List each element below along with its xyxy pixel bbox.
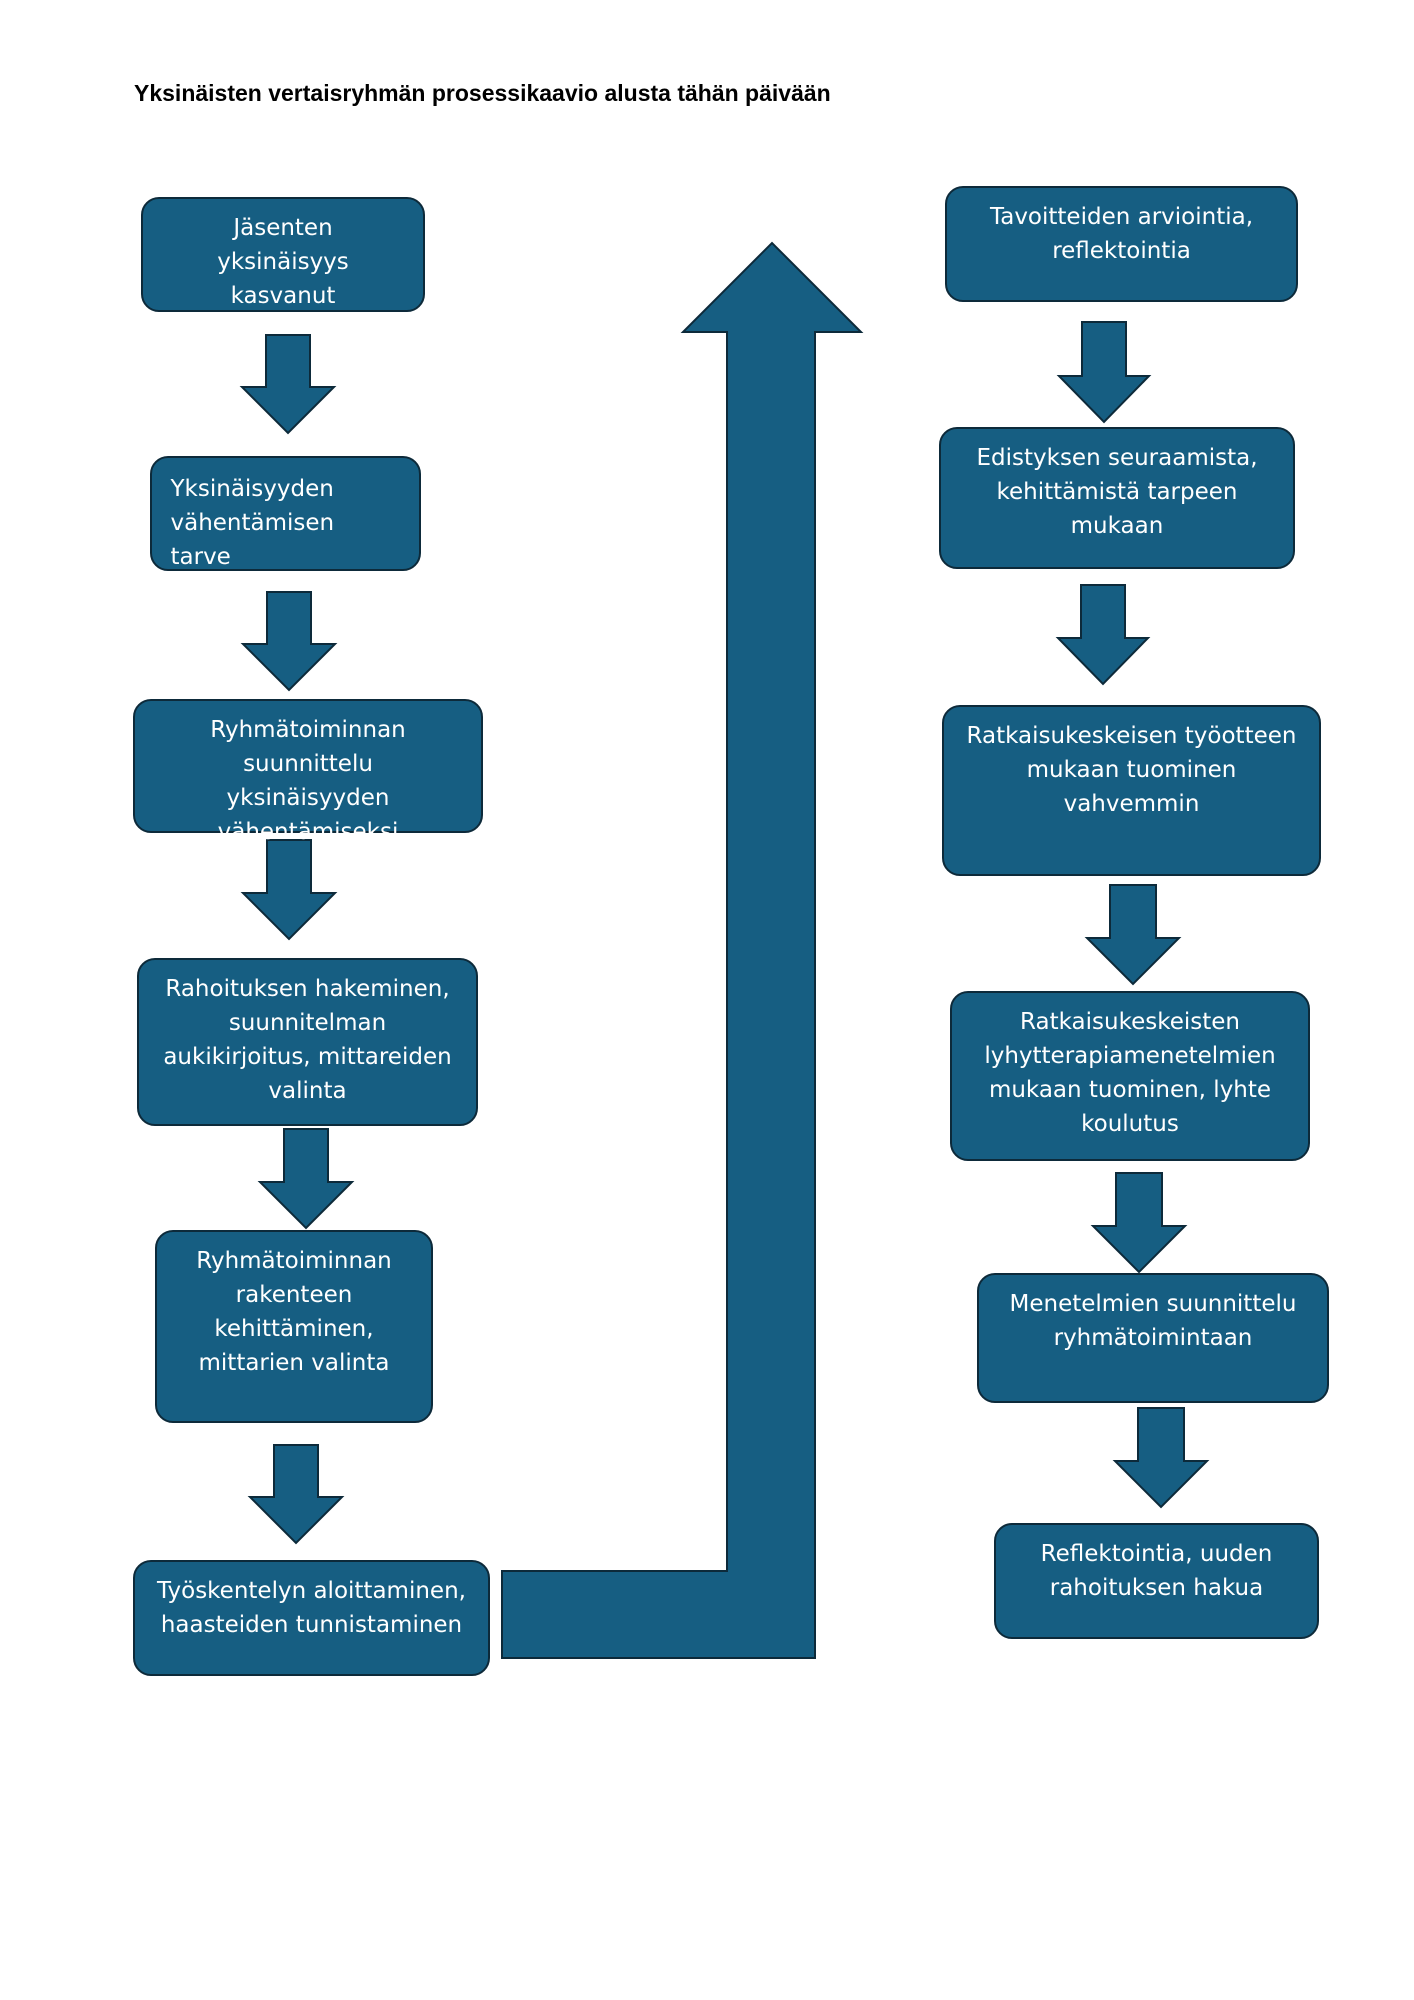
step-label-9: Ratkaisukeskeisen työotteen mukaan tuomi… (966, 723, 1297, 817)
step-box-9: Ratkaisukeskeisen työotteen mukaan tuomi… (942, 705, 1321, 876)
step-label-7: Tavoitteiden arviointia, reflektointia (989, 204, 1254, 264)
step-label-6: Työskentelyn aloittaminen, haasteiden tu… (157, 1578, 466, 1638)
step-box-8: Edistyksen seuraamista, kehittämistä tar… (939, 427, 1295, 569)
down-arrow-4 (257, 1128, 355, 1230)
down-arrow-3 (240, 839, 338, 941)
step-box-4: Rahoituksen hakeminen, suunnitelman auki… (137, 958, 478, 1126)
down-arrow-10 (1112, 1407, 1210, 1509)
step-box-10: Ratkaisukeskeisten lyhytterapiamenetelmi… (950, 991, 1310, 1161)
step-box-11: Menetelmien suunnittelu ryhmätoimintaan (977, 1273, 1329, 1403)
step-label-11: Menetelmien suunnittelu ryhmätoimintaan (1009, 1291, 1297, 1351)
step-label-3: Ryhmätoiminnan suunnittelu yksinäisyyden… (210, 717, 406, 845)
step-box-6: Työskentelyn aloittaminen, haasteiden tu… (133, 1560, 490, 1676)
down-arrow-5 (247, 1444, 345, 1545)
down-arrow-8 (1084, 884, 1182, 986)
down-arrow-7 (1055, 584, 1151, 686)
step-label-1: Jäsenten yksinäisyys kasvanut (217, 215, 349, 309)
down-arrow-2 (240, 591, 338, 692)
step-box-1: Jäsenten yksinäisyys kasvanut (141, 197, 425, 312)
connector-up-arrow (501, 241, 864, 1659)
page-title: Yksinäisten vertaisryhmän prosessikaavio… (134, 80, 831, 106)
step-label-4: Rahoituksen hakeminen, suunnitelman auki… (163, 976, 452, 1104)
down-arrow-9 (1090, 1172, 1188, 1274)
down-arrow-1 (239, 334, 337, 435)
step-box-7: Tavoitteiden arviointia, reflektointia (945, 186, 1298, 302)
step-label-8: Edistyksen seuraamista, kehittämistä tar… (976, 445, 1258, 539)
step-box-3: Ryhmätoiminnan suunnittelu yksinäisyyden… (133, 699, 483, 845)
step-box-2: Yksinäisyyden vähentämisen tarve (150, 456, 421, 571)
step-label-10: Ratkaisukeskeisten lyhytterapiamenetelmi… (984, 1009, 1276, 1137)
step-label-5: Ryhmätoiminnan rakenteen kehittäminen, m… (196, 1248, 392, 1376)
down-arrow-6 (1056, 321, 1152, 424)
step-label-2: Yksinäisyyden vähentämisen tarve (170, 476, 335, 570)
step-label-12: Reflektointia, uuden rahoituksen hakua (1040, 1541, 1273, 1601)
step-box-5: Ryhmätoiminnan rakenteen kehittäminen, m… (155, 1230, 433, 1423)
step-box-12: Reflektointia, uuden rahoituksen hakua (994, 1523, 1319, 1639)
